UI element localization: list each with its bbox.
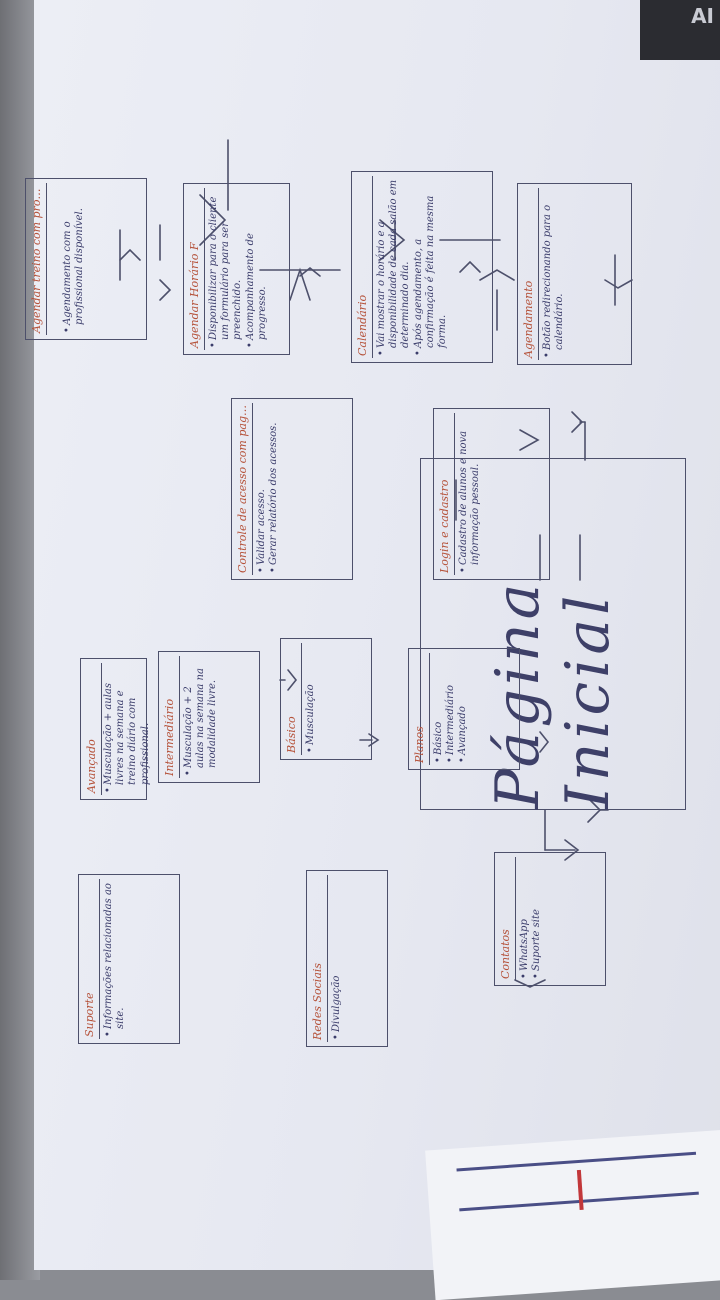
card-avancado: Avançado Musculação + aulas livres na se… xyxy=(80,658,151,800)
card-header: Contatos xyxy=(499,857,516,981)
card-header: Agendar Horário F xyxy=(188,188,205,350)
card-controle-acesso: Controle de acesso com pagamento Validar… xyxy=(231,398,353,580)
desk-surface xyxy=(0,0,40,1280)
card-item: Intermediário xyxy=(445,655,457,763)
card-item: Botão redirecionando para o calendário. xyxy=(542,190,566,358)
card-item: Musculação + aulas livres na semana e tr… xyxy=(103,665,152,793)
card-list: Musculação xyxy=(305,645,317,753)
card-agendamento: Agendamento Botão redirecionando para o … xyxy=(517,183,632,365)
card-header: Redes Sociais xyxy=(311,875,328,1042)
card-header: Intermediário xyxy=(163,656,180,778)
card-basico: Básico Musculação xyxy=(280,638,372,760)
card-item: Gerar relatório dos acessos. xyxy=(268,405,280,573)
card-header: Básico xyxy=(285,643,302,755)
card-item: Suporte site xyxy=(531,859,543,979)
card-calendario: Calendário Vai mostrar o horário e a dis… xyxy=(351,171,493,363)
card-item: Validar acesso. xyxy=(256,405,268,573)
card-header: Agendar treino com profissional xyxy=(30,183,47,335)
card-item: Avançado xyxy=(457,655,469,763)
card-header: Avançado xyxy=(85,663,102,795)
card-planos: Planos Básico Intermediário Avançado xyxy=(408,648,520,770)
card-item: Agendamento com o profissional disponíve… xyxy=(62,185,86,333)
card-contatos: Contatos WhatsApp Suporte site xyxy=(494,852,606,986)
card-list: Disponibilizar para o cliente um formulá… xyxy=(208,190,269,348)
card-header: Calendário xyxy=(356,176,373,358)
card-item: Após agendamento, a confirmação é feita … xyxy=(413,178,450,356)
card-list: Básico Intermediário Avançado xyxy=(433,655,470,763)
card-header: Login e cadastro xyxy=(438,413,455,575)
card-item: WhatsApp xyxy=(519,859,531,979)
background-object: AI xyxy=(640,0,720,60)
card-item: Informações relacionadas ao site. xyxy=(103,881,127,1037)
card-list: Vai mostrar o horário e a disponibilidad… xyxy=(376,178,449,356)
card-header: Planos xyxy=(413,653,430,765)
card-list: Cadastro de alunos e nova informação pes… xyxy=(458,415,482,573)
card-header: Controle de acesso com pagamento xyxy=(236,403,253,575)
card-list: Agendamento com o profissional disponíve… xyxy=(62,185,86,333)
card-item: Cadastro de alunos e nova informação pes… xyxy=(458,415,482,573)
card-list: Informações relacionadas ao site. xyxy=(103,881,127,1037)
card-list: Divulgação xyxy=(331,877,343,1040)
card-intermediario: Intermediário Musculação + 2 aulas na se… xyxy=(158,651,260,783)
card-suporte: Suporte Informações relacionadas ao site… xyxy=(78,874,180,1044)
card-agendar-horario: Agendar Horário F Disponibilizar para o … xyxy=(183,183,290,355)
card-item: Acompanhamento de progresso. xyxy=(245,190,269,348)
card-login-cadastro: Login e cadastro Cadastro de alunos e no… xyxy=(433,408,550,580)
card-item: Musculação + 2 aulas na semana na modali… xyxy=(183,658,220,776)
card-item: Vai mostrar o horário e a disponibilidad… xyxy=(376,178,413,356)
card-item: Divulgação xyxy=(331,877,343,1040)
card-header: Agendamento xyxy=(522,188,539,360)
card-item: Musculação xyxy=(305,645,317,753)
card-list: Validar acesso. Gerar relatório dos aces… xyxy=(256,405,280,573)
card-item: Disponibilizar para o cliente um formulá… xyxy=(208,190,245,348)
card-list: Musculação + aulas livres na semana e tr… xyxy=(103,665,152,793)
card-list: Botão redirecionando para o calendário. xyxy=(542,190,566,358)
card-item: Básico xyxy=(433,655,445,763)
card-agendar-profissional: Agendar treino com profissional Agendame… xyxy=(25,178,147,340)
card-redes-sociais: Redes Sociais Divulgação xyxy=(306,870,388,1047)
card-header: Suporte xyxy=(83,879,100,1039)
card-list: Musculação + 2 aulas na semana na modali… xyxy=(183,658,220,776)
card-list: WhatsApp Suporte site xyxy=(519,859,543,979)
